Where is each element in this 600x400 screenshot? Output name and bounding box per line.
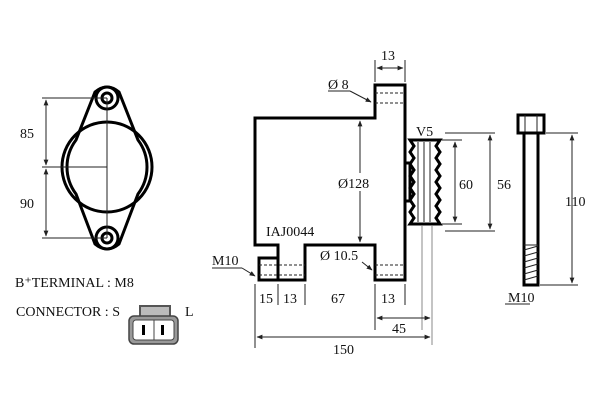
dim-110: 110 [565,195,585,210]
dim-13-a: 13 [283,292,297,307]
bolt-m10-label: M10 [508,291,534,306]
front-view: 85 90 [20,85,154,251]
connector-spec: CONNECTOR : S [16,305,120,320]
dia-8-label: Ø 8 [328,78,349,93]
bolt-shank [522,131,540,287]
dim-56: 56 [497,178,511,193]
dim-15: 15 [259,292,273,307]
pulley [407,138,443,226]
m10-lug [257,256,280,282]
dim-60: 60 [459,178,473,193]
part-number: IAJ0044 [266,225,314,240]
b-terminal-spec: B⁺TERMINAL : M8 [15,276,134,291]
pulley-hub [403,161,412,203]
body-outline [253,83,407,282]
bolt-view: 110 M10 [505,113,585,306]
dim-67: 67 [331,292,345,307]
bolt-head [516,113,546,135]
dim-13-b: 13 [381,292,395,307]
dia-10-5-label: Ø 10.5 [320,249,358,264]
dim-13-top: 13 [381,49,395,64]
dim-150: 150 [333,343,354,358]
dim-90: 90 [20,197,34,212]
connector-icon [128,305,179,345]
dia-128-label: Ø128 [338,177,369,192]
dim-85: 85 [20,127,34,142]
side-view: 13 Ø 8 Ø128 IAJ0044 Ø 10.5 M10 V5 60 56 … [212,49,511,358]
connector-l-label: L [185,305,194,320]
v5-label: V5 [416,125,433,140]
m10-lug-label: M10 [212,254,238,269]
dim-45: 45 [392,322,406,337]
